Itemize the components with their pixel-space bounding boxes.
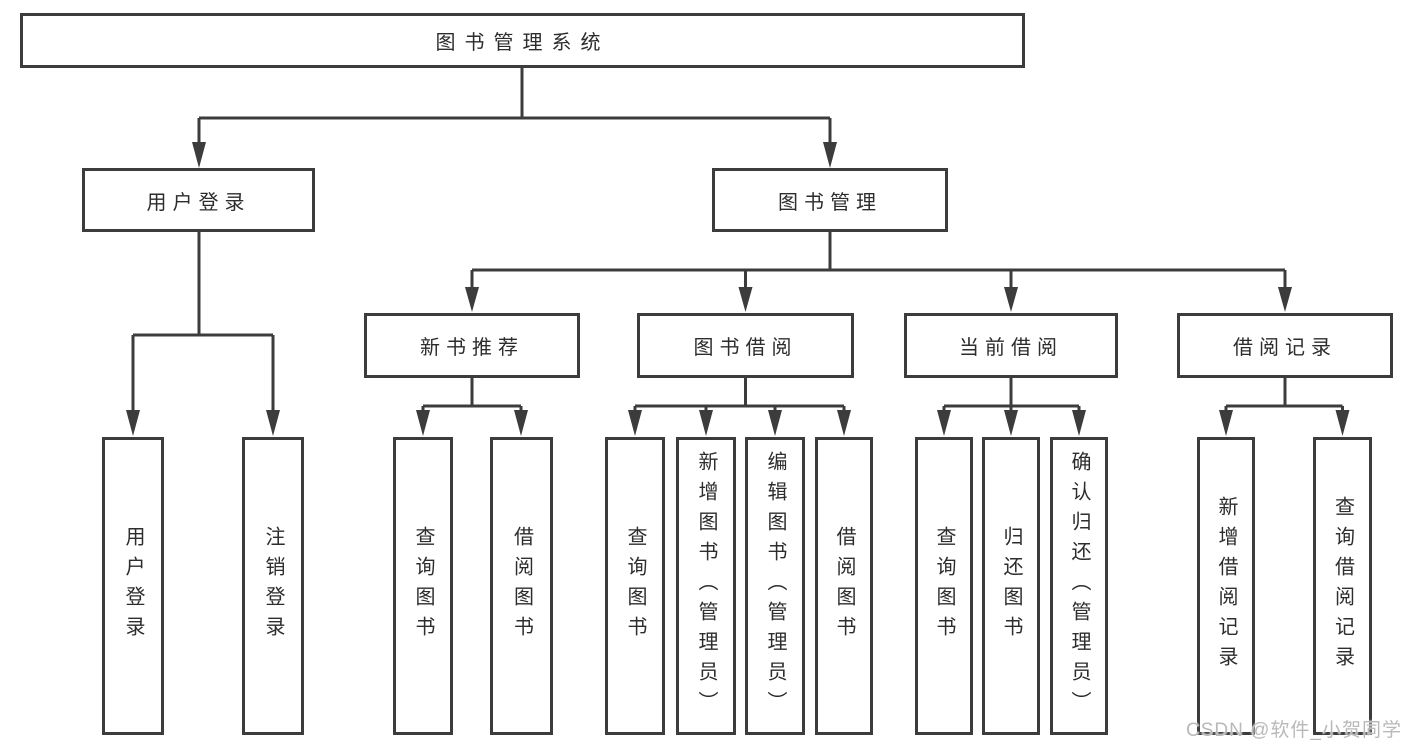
leaf-edit-book-admin: 编辑图书（管理员） bbox=[745, 437, 805, 735]
node-new-book-recommend: 新书推荐 bbox=[364, 313, 580, 378]
node-user-login: 用户登录 bbox=[82, 168, 315, 232]
edge-current-borrow-children bbox=[937, 378, 1086, 436]
node-library-system: 图书管理系统 bbox=[20, 13, 1025, 68]
edge-root-split bbox=[192, 68, 837, 168]
node-book-management: 图书管理 bbox=[712, 168, 948, 232]
leaf-confirm-return-admin: 确认归还（管理员） bbox=[1050, 437, 1108, 735]
leaf-query-borrow-record: 查询借阅记录 bbox=[1313, 437, 1372, 735]
leaf-borrow-books-1: 借阅图书 bbox=[490, 437, 553, 735]
node-book-borrowing: 图书借阅 bbox=[637, 313, 854, 378]
leaf-query-books-2: 查询图书 bbox=[605, 437, 665, 735]
edge-records-children bbox=[1219, 378, 1350, 436]
leaf-return-book: 归还图书 bbox=[982, 437, 1040, 735]
csdn-watermark: CSDN @软件_小贺同学 bbox=[1186, 720, 1402, 741]
edge-book-borrow-children bbox=[628, 378, 851, 436]
leaf-borrow-books-2: 借阅图书 bbox=[815, 437, 873, 735]
node-current-borrowing: 当前借阅 bbox=[904, 313, 1118, 378]
leaf-add-borrow-record: 新增借阅记录 bbox=[1197, 437, 1255, 735]
edge-book-mgmt-children bbox=[465, 232, 1292, 312]
leaf-logout: 注销登录 bbox=[242, 437, 304, 735]
edge-new-book-children bbox=[416, 378, 528, 436]
edge-user-login-children bbox=[126, 232, 280, 436]
leaf-add-book-admin: 新增图书（管理员） bbox=[676, 437, 736, 735]
leaf-user-login: 用户登录 bbox=[102, 437, 164, 735]
leaf-query-books-1: 查询图书 bbox=[393, 437, 453, 735]
node-borrow-records: 借阅记录 bbox=[1177, 313, 1393, 378]
leaf-query-books-3: 查询图书 bbox=[915, 437, 973, 735]
